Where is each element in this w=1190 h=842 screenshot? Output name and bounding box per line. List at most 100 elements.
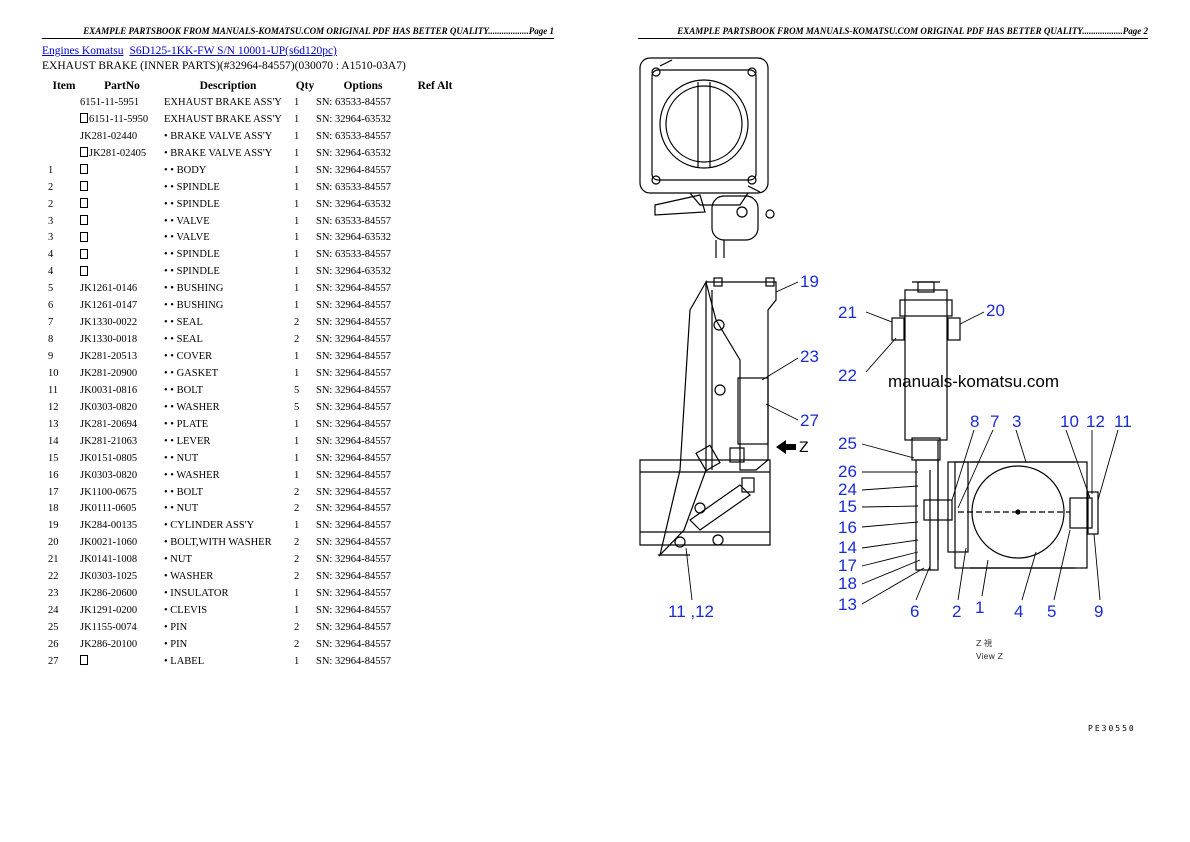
cell-partno: JK0111-0605 (80, 503, 137, 515)
missing-glyph-box-icon (80, 198, 88, 209)
cell-item: 27 (48, 655, 59, 667)
cell-ref (410, 94, 460, 111)
cell-partno: JK0031-0816 (80, 384, 138, 396)
cell-description: • WASHER (164, 571, 214, 583)
cell-options: SN: 32964-84557 (316, 384, 391, 396)
cell-description: • LABEL (164, 655, 205, 667)
cell-options: SN: 32964-84557 (316, 520, 391, 532)
cell-description: • • SPINDLE (164, 266, 220, 278)
col-header-item: Item (52, 79, 76, 92)
callout-9: 9 (1094, 602, 1103, 621)
cell-qty: 1 (294, 655, 300, 667)
cell-ref (410, 179, 460, 196)
cell-qty: 2 (294, 622, 300, 634)
cell-item: 3 (48, 232, 54, 244)
cell-ref (410, 450, 460, 467)
cell-ref (410, 145, 460, 162)
cell-qty: 1 (294, 215, 300, 227)
missing-glyph-box-icon (80, 655, 88, 666)
cell-item: 7 (48, 317, 54, 329)
cell-item: 26 (48, 638, 59, 650)
missing-glyph-box-icon (80, 248, 88, 259)
col-header-part: PartNo (104, 79, 140, 92)
cell-qty: 1 (294, 435, 300, 447)
cell-item: 4 (48, 249, 54, 261)
cell-options: SN: 32964-84557 (316, 638, 391, 650)
cell-qty: 2 (294, 638, 300, 650)
cell-ref (410, 568, 460, 585)
callout-7: 7 (990, 412, 999, 431)
missing-glyph-box-icon (80, 231, 88, 242)
cell-item: 9 (48, 351, 54, 363)
callout-13: 13 (838, 595, 857, 614)
breadcrumb-link-model[interactable]: S6D125-1KK-FW S/N 10001-UP(s6d120pc) (129, 45, 337, 57)
cell-ref (410, 162, 460, 179)
cell-ref (410, 653, 460, 670)
cell-partno: JK284-00135 (80, 520, 138, 532)
cell-options: SN: 63533-84557 (316, 181, 391, 193)
cell-description: • • BOLT (164, 486, 204, 498)
cell-ref (410, 196, 460, 213)
cell-qty: 1 (294, 232, 300, 244)
breadcrumb-link-engines[interactable]: Engines Komatsu (42, 45, 124, 57)
cell-ref (410, 585, 460, 602)
cell-partno (80, 653, 164, 670)
cell-item (44, 111, 80, 128)
cell-item: 19 (48, 520, 59, 532)
callout-4: 4 (1014, 602, 1023, 621)
callout-20: 20 (986, 301, 1005, 320)
cell-partno: JK286-20100 (80, 638, 138, 650)
cell-qty: 2 (294, 554, 300, 566)
cell-qty: 1 (294, 130, 300, 142)
callout-1: 1 (975, 598, 984, 617)
cell-item: 17 (48, 486, 59, 498)
cell-options: SN: 32964-63532 (316, 266, 391, 278)
cell-item: 18 (48, 503, 59, 515)
cell-qty: 2 (294, 503, 300, 515)
cell-ref (410, 602, 460, 619)
page-code: PE30550 (1088, 724, 1136, 733)
svg-text:Z: Z (799, 440, 809, 456)
cell-partno (80, 162, 164, 179)
cell-ref (410, 534, 460, 551)
col-header-qty: Qty (295, 79, 315, 92)
cell-partno: JK281-20694 (80, 418, 138, 430)
cell-partno: JK1100-0675 (80, 486, 137, 498)
cell-partno: JK0303-1025 (80, 571, 138, 583)
cell-options: SN: 32964-84557 (316, 537, 391, 549)
cell-qty: 1 (294, 283, 300, 295)
cell-partno (80, 246, 164, 263)
callout-11: 11 (1114, 412, 1132, 431)
cell-qty: 1 (294, 181, 300, 193)
cell-item: 2 (48, 198, 54, 210)
cell-partno: JK0021-1060 (80, 537, 138, 549)
page-header-1: EXAMPLE PARTSBOOK FROM MANUALS-KOMATSU.C… (42, 26, 554, 39)
cell-ref (410, 280, 460, 297)
cell-qty: 1 (294, 520, 300, 532)
cell-item: 5 (48, 283, 54, 295)
cell-item: 11 (48, 384, 59, 396)
cell-ref (410, 433, 460, 450)
cell-item (44, 128, 80, 145)
cell-ref (410, 416, 460, 433)
cell-description: • • VALVE (164, 215, 210, 227)
cell-partno (80, 230, 164, 247)
page-subtitle: EXHAUST BRAKE (INNER PARTS)(#32964-84557… (42, 60, 406, 72)
cell-description: • • NUT (164, 503, 199, 515)
cell-options: SN: 63533-84557 (316, 130, 391, 142)
cell-description: • • SPINDLE (164, 181, 220, 193)
missing-glyph-box-icon (80, 215, 88, 226)
cell-qty: 1 (294, 605, 300, 617)
